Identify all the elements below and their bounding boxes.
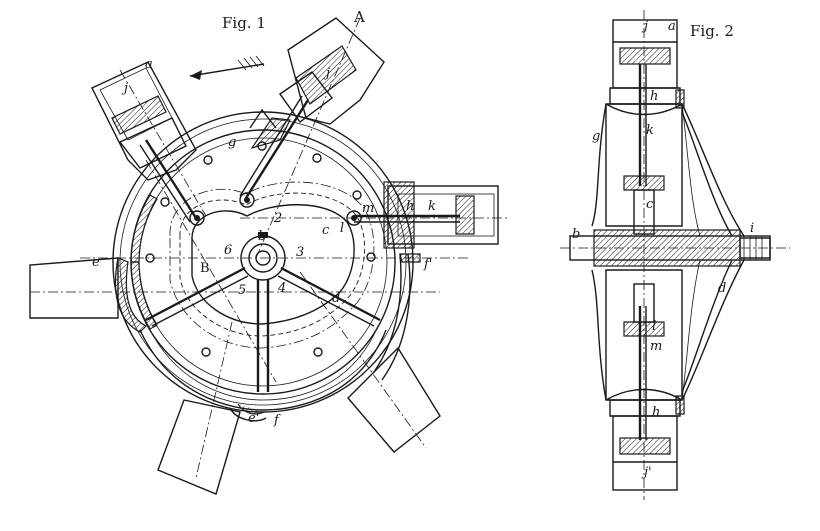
fig2-label-a: a	[668, 19, 676, 34]
label-c: c	[322, 223, 330, 238]
fig2-top-piston	[619, 47, 671, 65]
fig2-label-k: k	[646, 123, 654, 138]
label-A: A	[353, 8, 365, 26]
fig2-label-b: b	[572, 227, 580, 242]
cylinder-top	[239, 17, 385, 259]
axis-A	[255, 17, 361, 259]
fig2-label-j: j	[641, 19, 648, 34]
cylinder-lower-left	[157, 399, 241, 495]
cam-track-outer	[179, 192, 366, 337]
label-f: f	[273, 413, 281, 428]
fig2-disc-lower	[681, 259, 745, 401]
label-e-prime: e'	[248, 411, 259, 426]
label-h: h	[406, 199, 414, 214]
rim-hatch-left	[130, 194, 158, 263]
cylinder-upper-left	[91, 61, 207, 223]
piston-top	[295, 45, 357, 105]
cylinder-lower-right	[347, 346, 441, 453]
left-port-duct	[114, 257, 148, 333]
label-5: 5	[238, 283, 246, 298]
fig2-label-d: d	[718, 281, 726, 296]
fig2-label-l: l	[652, 319, 656, 334]
fig2-label-m: m	[650, 339, 662, 354]
rim-hatch-left-lower	[130, 261, 158, 330]
fig2-label-j-prime: j'	[641, 465, 652, 480]
outer-housing-inner-ring	[119, 118, 407, 406]
rotor-rim-inner	[138, 137, 388, 387]
label-2: 2	[273, 211, 282, 226]
pin-left	[189, 210, 205, 226]
label-b: b	[258, 229, 266, 244]
connecting-rod-top	[244, 99, 310, 199]
fig2-rotor-upper	[605, 103, 683, 227]
label-B: B	[200, 261, 210, 276]
label-3: 3	[296, 245, 304, 260]
label-a: a	[145, 57, 153, 72]
fig2-label-g: g	[592, 129, 600, 144]
spokes	[145, 266, 381, 392]
label-g: g	[228, 135, 236, 150]
cylinder-right	[240, 181, 508, 249]
pin-right	[346, 210, 362, 226]
fig2-label-h-top: h	[650, 89, 658, 104]
fig2-bottom-cylinder	[612, 415, 678, 491]
figure-1-labels: Fig. 1 A a j j g c l m h k e f' B 6 b 3 …	[92, 8, 436, 428]
figure-1	[29, 17, 508, 495]
pin-top	[239, 192, 255, 208]
rim-lower-band-inner	[147, 325, 379, 401]
fig2-disc-upper	[681, 103, 745, 237]
piston-upper-left	[111, 95, 167, 135]
label-e: e	[92, 255, 100, 270]
label-6: 6	[224, 243, 232, 258]
fig2-label-c: c	[646, 197, 654, 212]
label-j-left: j	[121, 81, 128, 96]
figure-2-labels: Fig. 2 j a h g k c b i d l m h j'	[572, 19, 754, 480]
figure-2	[560, 10, 790, 500]
label-m: m	[362, 201, 374, 216]
fig2-bottom-piston	[619, 437, 671, 455]
label-4: 4	[277, 281, 286, 296]
rim-lower-band	[139, 329, 387, 411]
fig2-label-i: i	[750, 221, 754, 236]
fig2-thread	[743, 236, 763, 260]
rotation-arrow	[189, 55, 265, 80]
figure-2-title: Fig. 2	[690, 22, 734, 40]
left-port-cylinder	[29, 257, 119, 319]
fig2-label-h-bottom: h	[652, 405, 660, 420]
cam-track-inner	[191, 204, 355, 325]
label-j-top: j	[323, 66, 330, 81]
label-k: k	[428, 199, 436, 214]
label-l: l	[340, 221, 344, 236]
connecting-rod-upper-left	[144, 139, 198, 219]
figure-1-title: Fig. 1	[222, 14, 266, 32]
label-d: d	[332, 291, 340, 306]
label-f-prime: f'	[423, 257, 432, 272]
